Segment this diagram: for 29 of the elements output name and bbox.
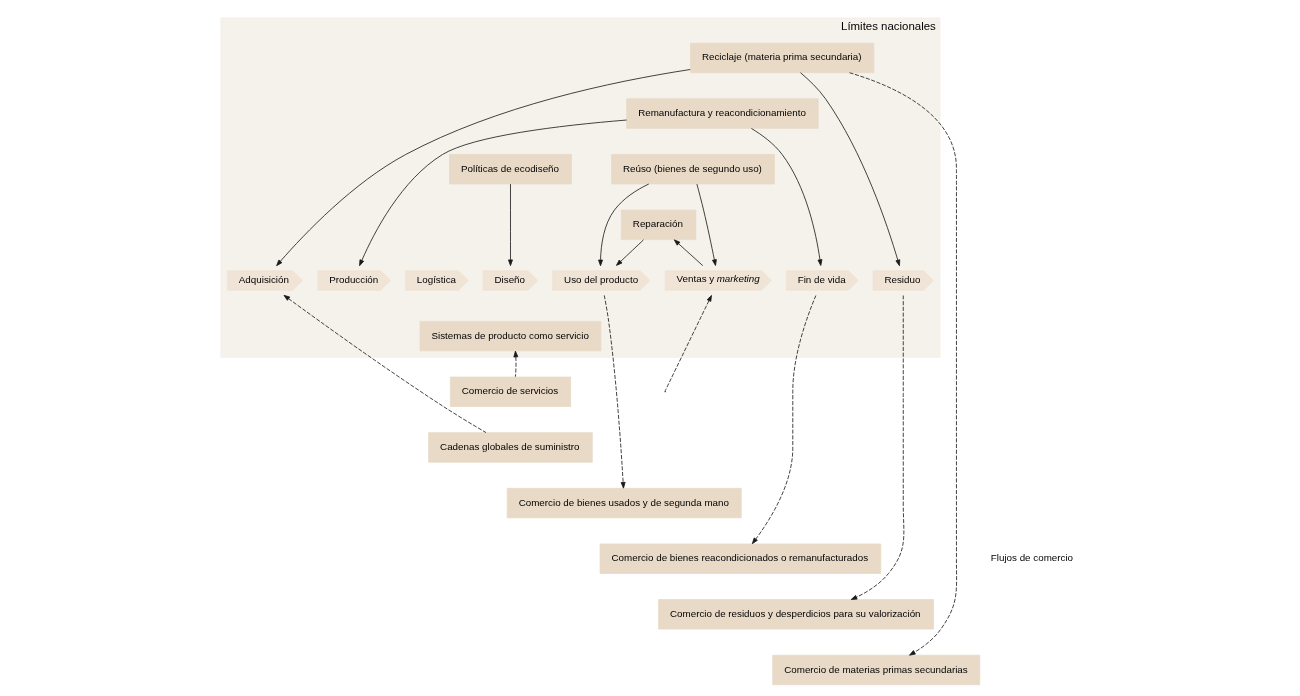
arrow	[276, 69, 691, 267]
node-box: Comercio de servicios	[449, 376, 572, 407]
arrow	[751, 128, 823, 266]
node-box: Comercio de bienes reacondicionados o remanufacturados	[599, 543, 882, 574]
arrow	[849, 72, 957, 656]
node-box: Cadenas globales de suministro	[428, 432, 593, 463]
arrow	[696, 183, 717, 266]
arrow	[359, 119, 627, 267]
node-box: Sistemas de producto como servicio	[419, 321, 602, 352]
arrow	[283, 294, 487, 433]
node-box: Reparación	[620, 209, 697, 240]
node-box: Comercio de residuos y desperdicios para su valorización	[658, 599, 934, 630]
arrow	[603, 294, 626, 489]
arrow	[850, 295, 905, 600]
node-box: Comercio de materias primas secundarias	[772, 654, 981, 686]
arrow	[598, 183, 650, 267]
arrow	[513, 350, 519, 378]
node-box: Comercio de bienes usados y de segunda mano	[506, 487, 742, 519]
arrow	[664, 295, 712, 392]
node-box: Remanufactura y reacondicionamiento	[626, 98, 819, 129]
label: Flujos de comercio	[990, 552, 1074, 564]
arrow	[751, 295, 817, 545]
arrow	[800, 72, 901, 267]
arrow	[508, 183, 513, 267]
node-box: Políticas de ecodiseño	[449, 154, 572, 185]
arrow	[616, 239, 644, 266]
node-box: Reciclaje (materia prima secundaria)	[690, 42, 875, 74]
node-box: Reúso (bienes de segundo uso)	[611, 154, 775, 185]
arrow	[673, 239, 704, 266]
